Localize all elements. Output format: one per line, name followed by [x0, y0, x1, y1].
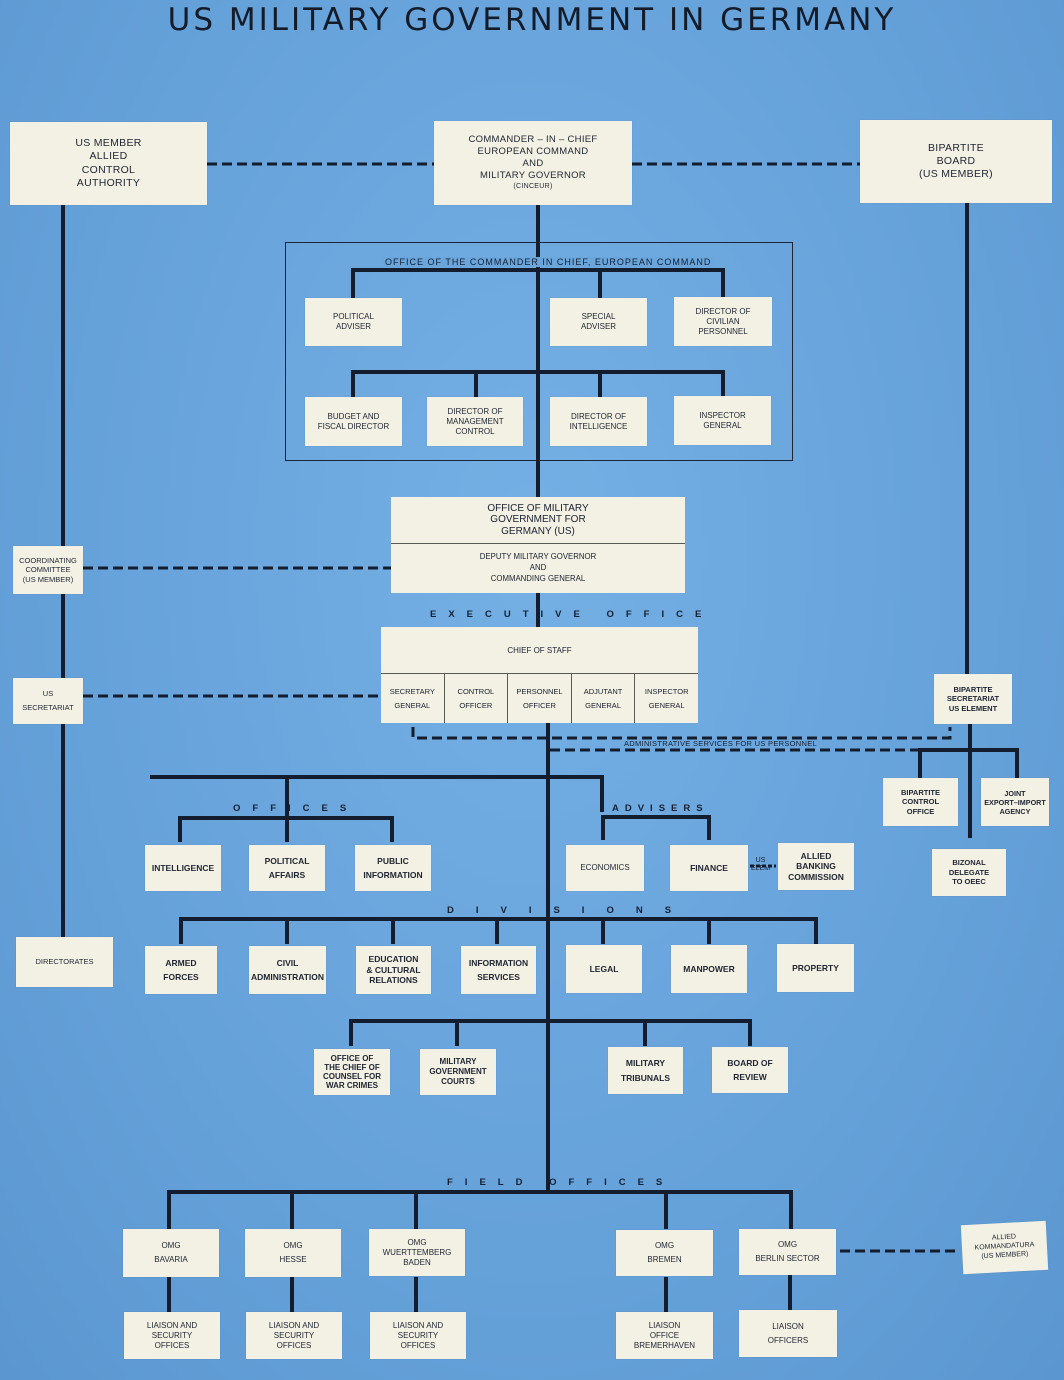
box-us-secretariat: US SECRETARIAT [13, 678, 83, 724]
dash-admin-upper [411, 727, 952, 740]
box-finance: FINANCE [670, 845, 748, 891]
admin-services-note: ADMINISTRATIVE SERVICES FOR US PERSONNEL [624, 739, 818, 748]
box-commander-in-chief: COMMANDER – IN – CHIEF EUROPEAN COMMAND … [434, 121, 632, 205]
box-us-member-allied-control-authority: US MEMBER ALLIED CONTROL AUTHORITY [10, 122, 207, 205]
box-director-intelligence: DIRECTOR OF INTELLIGENCE [550, 397, 647, 446]
box-political-affairs: POLITICAL AFFAIRS [249, 845, 325, 891]
divisions-label: DIVISIONS [447, 905, 694, 916]
box-manpower: MANPOWER [671, 945, 747, 993]
box-directorates: DIRECTORATES [16, 937, 113, 987]
cell-adjutant-general: ADJUTANT GENERAL [572, 674, 636, 723]
box-military-tribunals: MILITARY TRIBUNALS [608, 1047, 683, 1094]
us-elem-note: US ELEM [751, 857, 771, 872]
box-allied-kommandatura: ALLIED KOMMANDATURA (US MEMBER) [960, 1220, 1049, 1275]
omgus-title: OFFICE OF MILITARY GOVERNMENT FOR GERMAN… [391, 497, 685, 544]
bipartite-bracket [918, 748, 1019, 778]
box-bipartite-board: BIPARTITE BOARD (US MEMBER) [860, 120, 1052, 203]
chief-of-staff-label: CHIEF OF STAFF [381, 627, 698, 674]
box-liaison-bavaria: LIAISON AND SECURITY OFFICES [124, 1312, 220, 1359]
box-omg-wuerttemberg-baden: OMG WUERTTEMBERG BADEN [369, 1229, 465, 1276]
box-intelligence: INTELLIGENCE [145, 845, 221, 891]
box-ocinc-inspector-general: INSPECTOR GENERAL [674, 396, 771, 445]
offices-label: OFFICES [233, 803, 359, 814]
box-chief-counsel-war-crimes: OFFICE OF THE CHIEF OF COUNSEL FOR WAR C… [314, 1049, 390, 1095]
cell-inspector-general: INSPECTOR GENERAL [644, 687, 689, 710]
ocinc-label: OFFICE OF THE COMMANDER IN CHIEF, EUROPE… [383, 257, 714, 267]
ocinc-row1-bracket [351, 268, 725, 298]
box-civil-administration: CIVIL ADMINISTRATION [249, 946, 326, 994]
box-board-of-review: BOARD OF REVIEW [712, 1047, 788, 1093]
omgus-deputy: DEPUTY MILITARY GOVERNOR AND COMMANDING … [479, 552, 597, 583]
box-director-civilian-personnel: DIRECTOR OF CIVILIAN PERSONNEL [674, 297, 772, 346]
box-information-services: INFORMATION SERVICES [461, 946, 536, 994]
chart-title: US MILITARY GOVERNMENT IN GERMANY [167, 2, 897, 38]
box-liaison-wuerttemberg-baden: LIAISON AND SECURITY OFFICES [370, 1312, 466, 1359]
box-chief-of-staff: CHIEF OF STAFF SECRETARY GENERAL CONTROL… [381, 627, 698, 723]
executive-office-label: EXECUTIVE OFFICE [430, 609, 714, 620]
box-coordinating-committee: COORDINATING COMMITTEE (US MEMBER) [13, 546, 83, 594]
cinc-abbr: (CINCEUR) [513, 183, 553, 191]
box-jeia: JOINT EXPORT–IMPORT AGENCY [981, 778, 1049, 826]
box-omg-bremen: OMG BREMEN [616, 1230, 713, 1276]
cell-secretary-general: SECRETARY GENERAL [381, 674, 445, 723]
box-director-management-control: DIRECTOR OF MANAGEMENT CONTROL [427, 397, 523, 446]
field-bracket [167, 1190, 793, 1229]
box-omg-berlin-sector: OMG BERLIN SECTOR [739, 1229, 836, 1275]
box-education-cultural-relations: EDUCATION & CULTURAL RELATIONS [356, 946, 431, 994]
field-offices-label: FIELD OFFICES [447, 1177, 675, 1188]
box-liaison-officers: LIAISON OFFICERS [739, 1310, 837, 1357]
legal-bracket [349, 1019, 752, 1046]
box-armed-forces: ARMED FORCES [145, 946, 217, 994]
box-omg-hesse: OMG HESSE [245, 1229, 341, 1277]
box-legal: LEGAL [566, 945, 642, 993]
box-political-adviser: POLITICAL ADVISER [305, 298, 402, 346]
ocinc-frame [285, 242, 793, 461]
ocinc-row2-bracket [351, 370, 725, 397]
box-allied-banking-commission: ALLIED BANKING COMMISSION [778, 843, 854, 890]
advisers-label: ADVISERS [612, 803, 709, 814]
box-omg-bavaria: OMG BAVARIA [123, 1229, 219, 1277]
box-bipartite-control-office: BIPARTITE CONTROL OFFICE [883, 778, 958, 826]
box-public-information: PUBLIC INFORMATION [355, 845, 431, 891]
box-property: PROPERTY [777, 944, 854, 992]
cell-personnel-officer: PERSONNEL OFFICER [508, 674, 572, 723]
box-liaison-bremerhaven: LIAISON OFFICE BREMERHAVEN [616, 1312, 713, 1359]
box-omgus: OFFICE OF MILITARY GOVERNMENT FOR GERMAN… [391, 497, 685, 593]
advisers-bracket [601, 815, 711, 840]
cinc-title: COMMANDER – IN – CHIEF EUROPEAN COMMAND … [468, 133, 598, 181]
cell-control-officer: CONTROL OFFICER [445, 674, 509, 723]
box-bipartite-secretariat: BIPARTITE SECRETARIAT US ELEMENT [934, 674, 1012, 724]
box-special-adviser: SPECIAL ADVISER [550, 298, 647, 346]
box-economics: ECONOMICS [566, 845, 644, 891]
box-liaison-hesse: LIAISON AND SECURITY OFFICES [246, 1312, 342, 1359]
box-budget-fiscal-director: BUDGET AND FISCAL DIRECTOR [305, 397, 402, 446]
box-bizonal-delegate-oeec: BIZONAL DELEGATE TO OEEC [932, 849, 1006, 896]
box-mg-courts: MILITARY GOVERNMENT COURTS [420, 1049, 496, 1095]
